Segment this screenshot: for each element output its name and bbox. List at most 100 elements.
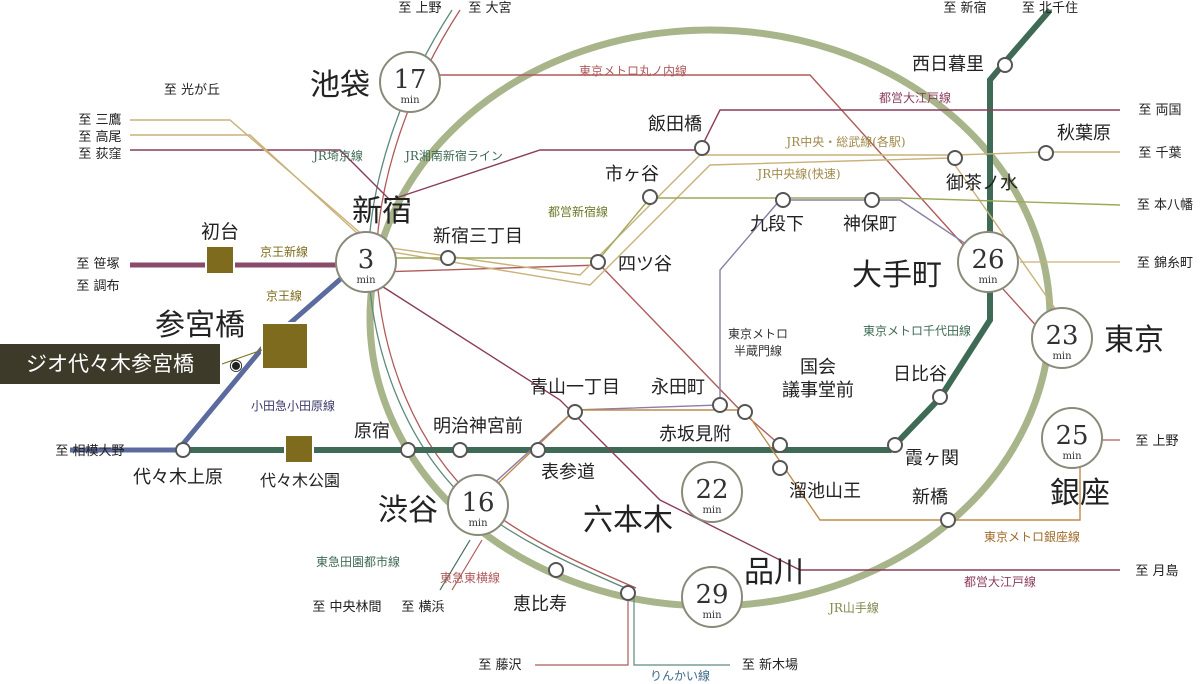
station-dot-meiji-jingumae[interactable] [452, 442, 468, 458]
hub-ikebukuro[interactable]: 17 min 池袋 [310, 51, 441, 113]
hub-num: 29 [695, 580, 728, 610]
hub-name: 大手町 [852, 258, 942, 293]
label-nishi-nippori: 西日暮里 [912, 54, 984, 75]
station-dot-akihabara[interactable] [1038, 145, 1054, 161]
hub-shinagawa[interactable]: 29 min 品川 [681, 555, 804, 628]
station-dot-osaki[interactable] [620, 585, 636, 601]
line-label-keio-new: 京王新線 [260, 244, 308, 259]
hub-unit: min [1052, 351, 1072, 362]
label-aoyama-itchome: 青山一丁目 [530, 377, 620, 398]
station-name: 代々木公園 [260, 471, 340, 490]
label-meiji-jingumae: 明治神宮前 [433, 416, 523, 437]
station-dot-tameike[interactable] [772, 460, 788, 476]
dest-motoyawata: 至 本八幡 [1137, 198, 1193, 213]
line-label-chuo-sobu: JR中央・総武線(各駅) [784, 134, 905, 149]
dest-kinshicho: 至 錦糸町 [1137, 255, 1193, 271]
hub-num: 26 [971, 245, 1004, 275]
line-label-shonan: JR湘南新宿ライン [403, 148, 503, 163]
hub-name: 渋谷 [378, 493, 438, 528]
hub-unit: min [400, 95, 420, 106]
hub-unit: min [1062, 451, 1082, 462]
station-dot-kasumigaseki[interactable] [887, 437, 903, 453]
label-ichigaya: 市ヶ谷 [605, 164, 659, 185]
home-marker-icon: ◉ [229, 355, 243, 374]
line-label-odakyu: 小田急小田原線 [251, 398, 335, 413]
station-dot-akasaka-mitsuke[interactable] [737, 404, 753, 420]
station-dot-ebisu[interactable] [548, 562, 564, 578]
hub-num: 17 [393, 65, 426, 95]
hub-unit: min [702, 610, 722, 621]
hub-num: 3 [358, 245, 375, 275]
hub-ginza[interactable]: 25 min 銀座 [1041, 407, 1110, 511]
station-dot-hibiya[interactable] [932, 389, 948, 405]
hub-shinjuku[interactable]: 3 min 新宿 [335, 194, 412, 293]
label-shinjuku-sanchome: 新宿三丁目 [433, 226, 523, 247]
hub-unit: min [978, 275, 998, 286]
line-label-hanzomon-2: 半蔵門線 [734, 343, 782, 358]
rinkai-line-2 [633, 595, 730, 666]
station-square [261, 322, 309, 370]
saikyo-line [367, 9, 631, 591]
label-hibiya: 日比谷 [893, 364, 947, 385]
label-iidabashi: 飯田橋 [648, 114, 702, 135]
station-dot-nishi-nippori[interactable] [997, 57, 1013, 73]
dest-sagami-ono: 至 相模大野 [55, 444, 124, 459]
station-dot-ochanomizu[interactable] [947, 150, 963, 166]
station-dot-ichigaya[interactable] [642, 189, 658, 205]
station-dot-kudanshita[interactable] [775, 192, 791, 208]
hub-otemachi[interactable]: 26 min 大手町 [852, 231, 1019, 293]
station-yoyogi-koen[interactable]: 代々木公園 [260, 434, 340, 490]
label-kokkai-2: 議事堂前 [782, 380, 854, 401]
dest-ogikubo: 至 荻窪 [78, 146, 121, 162]
line-label-marunouchi: 東京メトロ丸ノ内線 [579, 63, 687, 78]
dest-shinjuku: 至 新宿 [943, 0, 986, 16]
station-dot-shinjuku-sanchome[interactable] [440, 250, 456, 266]
dest-ueno-right: 至 上野 [1135, 434, 1178, 449]
hub-roppongi[interactable]: 22 min 六本木 [583, 461, 743, 538]
label-omotesando: 表参道 [541, 462, 595, 483]
station-dot-iidabashi[interactable] [694, 140, 710, 156]
station-hatsudai[interactable]: 初台 [201, 221, 239, 275]
line-label-keio: 京王線 [266, 288, 302, 303]
dest-chofu: 至 調布 [76, 279, 119, 294]
hub-unit: min [702, 505, 722, 516]
label-yoyogi-uehara: 代々木上原 [133, 467, 223, 488]
station-dot-shimbashi[interactable] [940, 512, 956, 528]
hub-num: 16 [461, 488, 494, 518]
label-yotsuya: 四ツ谷 [618, 254, 672, 275]
station-dot-yotsuya[interactable] [590, 254, 606, 270]
toyoko-line [451, 539, 483, 591]
station-square [205, 245, 235, 275]
station-dot-jimbocho[interactable] [864, 192, 880, 208]
station-name: 初台 [201, 221, 239, 243]
dest-fujisawa: 至 藤沢 [478, 658, 521, 673]
hub-shibuya[interactable]: 16 min 渋谷 [378, 474, 509, 536]
station-dot-harajuku[interactable] [400, 442, 416, 458]
station-dot-yoyogi-uehara[interactable] [175, 442, 191, 458]
station-dot-omotesando[interactable] [530, 442, 546, 458]
label-ebisu: 恵比寿 [513, 594, 567, 615]
dest-ueno: 至 上野 [398, 1, 441, 16]
hub-name: 六本木 [583, 503, 673, 538]
label-kudanshita: 九段下 [750, 214, 804, 235]
label-kasumigaseki: 霞ヶ関 [905, 448, 959, 469]
station-dot-kokkai[interactable] [772, 437, 788, 453]
hub-tokyo[interactable]: 23 min 東京 [1031, 307, 1164, 369]
hub-num: 22 [695, 475, 728, 505]
dest-takao: 至 高尾 [78, 129, 121, 145]
hub-name: 東京 [1104, 323, 1164, 358]
shonan-line [375, 9, 637, 589]
line-label-oedo-top: 都営大江戸線 [879, 90, 951, 105]
label-akihabara: 秋葉原 [1057, 123, 1111, 144]
hub-num: 23 [1045, 321, 1078, 351]
hub-num: 25 [1055, 421, 1088, 451]
station-dot-nagatacho[interactable] [712, 397, 728, 413]
label-harajuku: 原宿 [354, 421, 390, 442]
line-label-toyoko: 東急東横線 [440, 570, 500, 585]
chuo-sobu-line [130, 134, 1120, 276]
label-tameike: 溜池山王 [789, 481, 861, 502]
dest-tsukishima: 至 月島 [1135, 564, 1178, 579]
station-sangubashi[interactable]: 参宮橋 [155, 308, 309, 370]
home-label: ジオ代々木参宮橋 [0, 344, 220, 384]
station-dot-aoyama-itchome[interactable] [567, 404, 583, 420]
